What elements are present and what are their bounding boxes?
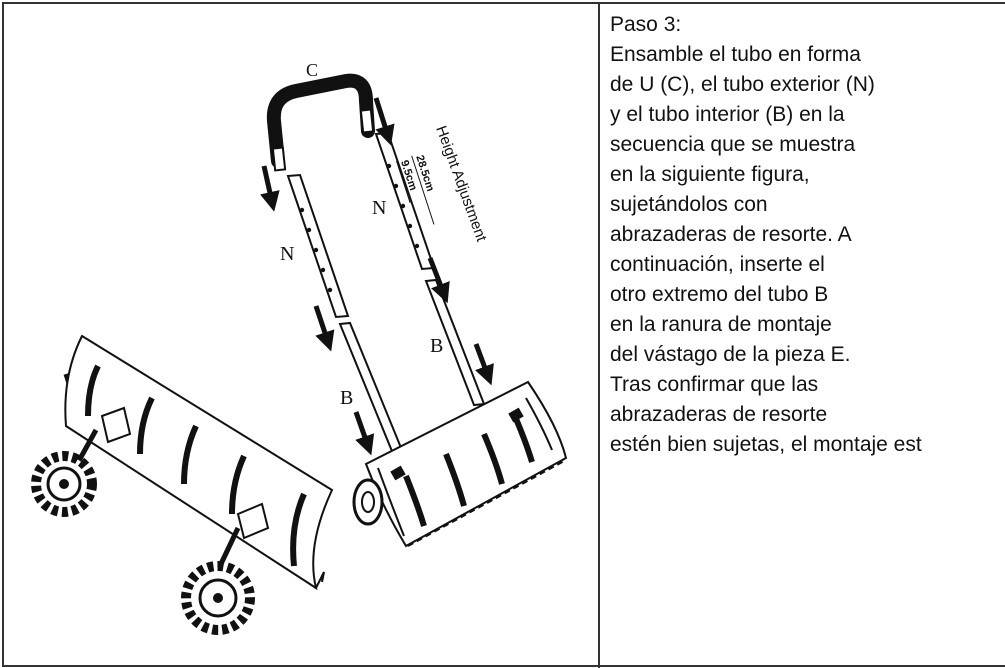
u-tube-c [266,73,375,172]
instruction-line: estén bien sujetas, el montaje est [610,433,922,456]
instruction-line: y el tubo interior (B) en la [610,103,845,126]
column-divider [598,2,600,668]
instruction-line: de U (C), el tubo exterior (N) [610,73,875,96]
shovel-blade-right [352,380,568,548]
instruction-line: secuencia que se muestra [610,133,856,156]
instruction-line: en la ranura de montaje [610,313,832,336]
label-n-left: N [280,243,294,265]
wheel-lower [181,561,255,635]
instruction-line: sujetándolos con [610,193,768,216]
instruction-text: Paso 3: Ensamble el tubo en forma de U (… [610,10,1005,660]
wheel-upper [31,451,97,517]
instruction-line: Tras confirmar que las [610,373,819,396]
assembly-arrows [63,97,494,522]
height-adjustment-label: Height Adjustment [432,124,490,245]
label-b-right: B [430,335,443,357]
instruction-line: abrazaderas de resorte. A [610,223,852,246]
outer-tube-n-left [286,173,350,319]
assembly-illustration: C N N 9.5cm 28.5cm Height Adjustment [31,60,568,635]
label-n-right: N [372,197,386,219]
instruction-line: continuación, inserte el [610,253,825,276]
instruction-line: en la siguiente figura, [610,163,810,186]
instruction-line: otro extremo del tubo B [610,283,829,306]
instruction-line: del vástago de la pieza E. [610,343,851,366]
label-c: C [306,60,318,80]
shovel-blade-left [64,334,334,591]
step-heading: Paso 3: [610,13,682,36]
label-b-left: B [340,387,353,409]
instruction-line: abrazaderas de resorte [610,403,828,426]
instruction-line: Ensamble el tubo en forma [610,43,861,66]
